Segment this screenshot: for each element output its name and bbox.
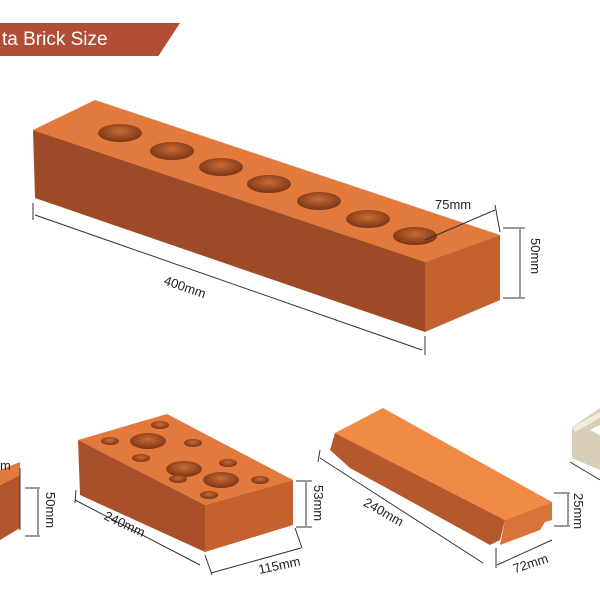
height-label: 50mm (528, 238, 543, 274)
title: ta Brick Size (2, 29, 108, 50)
brick-240-perforated: 240mm 115mm 53mm (74, 414, 326, 577)
brick-partial-left: m 50mm (0, 458, 58, 540)
width-label: 72mm (511, 551, 550, 576)
width-label: 115mm (257, 553, 302, 576)
height-label: 53mm (311, 485, 326, 521)
title-banner: ta Brick Size (0, 23, 180, 56)
length-label: 400mm (162, 273, 208, 301)
height-label: 25mm (571, 493, 586, 529)
width-label: 75mm (435, 197, 471, 212)
cut-label: m (0, 458, 11, 473)
height-label: 50mm (43, 492, 58, 528)
brick-240-slotted: 240mm 72mm 25mm (317, 408, 586, 576)
length-label: 240mm (361, 495, 406, 530)
brick-400: 400mm 75mm 50mm (32, 100, 543, 355)
brick-cream-partial (569, 408, 600, 481)
